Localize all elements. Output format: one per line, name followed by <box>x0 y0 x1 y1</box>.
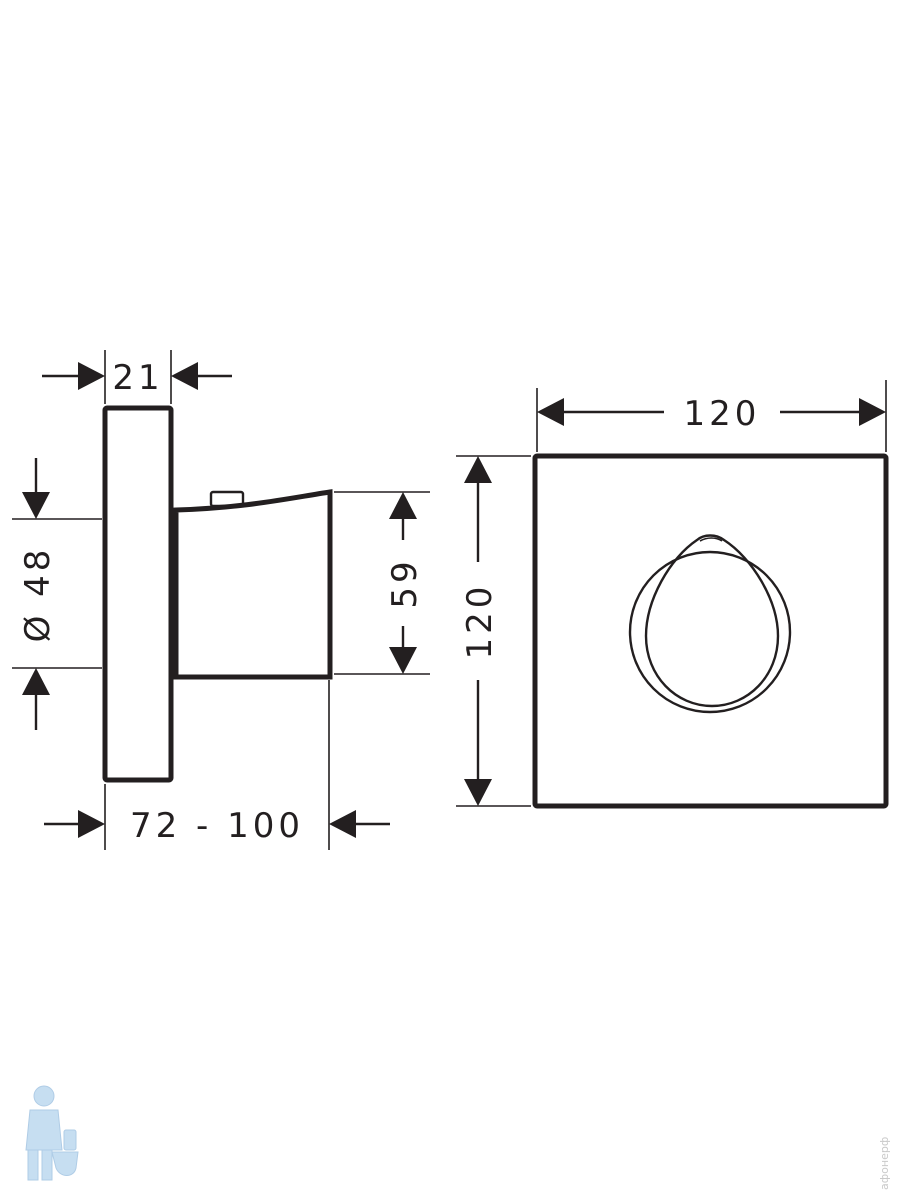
watermark-text: афонерф <box>878 1137 891 1190</box>
dim-59-arrow-top <box>389 492 417 519</box>
dim-ph-label: 120 <box>460 583 500 660</box>
dim-depth-arrow-right <box>329 810 356 838</box>
dim-pw-arrow-right <box>859 398 886 426</box>
plumber-mascot-icon <box>25 1085 79 1181</box>
dim-48-label: Ø 48 <box>18 546 58 643</box>
front-knob-outer <box>628 550 792 714</box>
dim-48-arrow-bottom <box>22 668 50 695</box>
dim-pw-label: 120 <box>684 394 761 434</box>
dim-ph-arrow-bottom <box>464 779 492 806</box>
dim-21-label: 21 <box>112 358 163 398</box>
dim-59-label: 59 <box>385 557 425 608</box>
side-view: 21 Ø 48 59 72 - 100 <box>12 350 430 850</box>
dim-pw-arrow-left <box>537 398 564 426</box>
front-plate <box>532 453 889 809</box>
side-indicator-nub <box>209 490 245 508</box>
side-handle <box>173 489 333 680</box>
dim-59-arrow-bottom <box>389 647 417 674</box>
front-knob-tip <box>699 537 723 542</box>
dim-48-arrow-top <box>22 492 50 519</box>
dim-depth-label: 72 - 100 <box>130 806 304 846</box>
front-view: 120 120 <box>456 380 889 809</box>
dim-depth-arrow-left <box>78 810 105 838</box>
dim-ph-arrow-top <box>464 456 492 483</box>
front-knob-teardrop <box>644 534 780 708</box>
side-plate <box>102 405 174 783</box>
dim-21-arrow-left <box>78 362 105 390</box>
dim-21-arrow-right <box>171 362 198 390</box>
